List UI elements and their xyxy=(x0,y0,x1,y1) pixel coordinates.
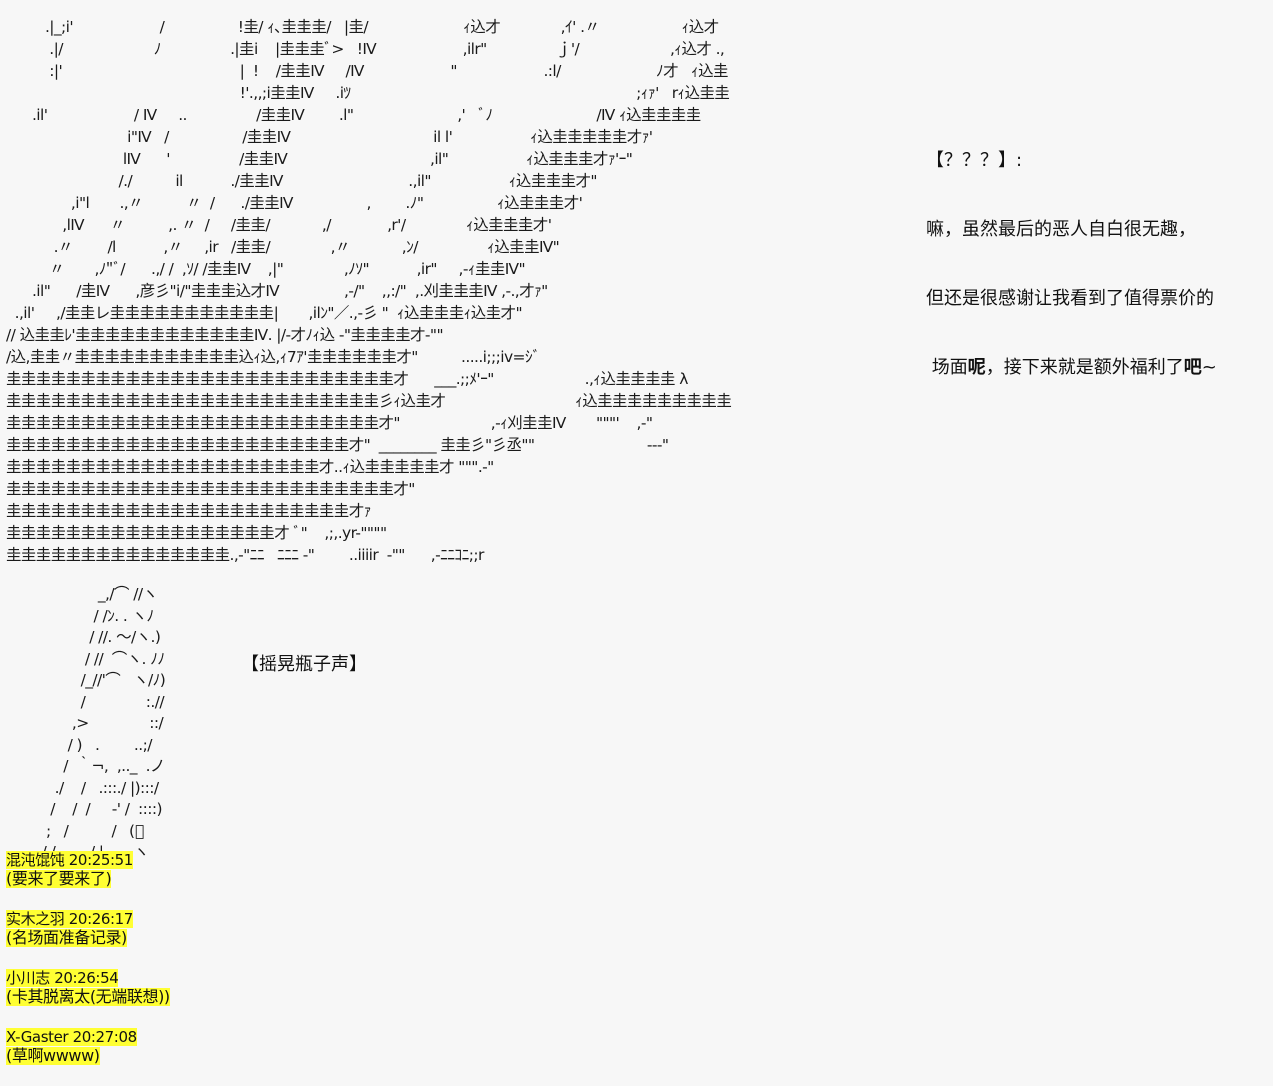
speech-line-3-start: 场面 xyxy=(931,357,968,378)
comment-time: 20:26:17 xyxy=(68,910,134,928)
comment-user[interactable]: 实木之羽 xyxy=(6,910,65,928)
speaker-label: 【？？？】: xyxy=(926,150,1023,171)
comment-header: 实木之羽 20:26:17 xyxy=(6,910,133,928)
sound-effect-label: 【摇晃瓶子声】 xyxy=(241,654,367,675)
comment-time: 20:27:08 xyxy=(72,1028,138,1046)
comment-item: 实木之羽 20:26:17 (名场面准备记录) xyxy=(6,909,170,947)
speech-line-3-middle: ，接下来就是额外福利了 xyxy=(985,357,1184,378)
speech-bold-word-2: 吧 xyxy=(1183,357,1202,378)
speech-line-3: 场面呢，接下来就是额外福利了吧~ xyxy=(926,356,1217,379)
speech-line-1: 嘛，虽然最后的恶人自白很无趣， xyxy=(926,219,1196,240)
speech-block: 【？？？】: 嘛，虽然最后的恶人自白很无趣， 但还是很感谢让我看到了值得票价的 … xyxy=(926,103,1217,402)
ascii-art-scene: .|_;i' / !圭/ ｨ､圭圭圭/ |圭/ ｨ込才 ,ｲ' .〃 ｨ込才 .… xyxy=(6,18,732,564)
comment-item: 混沌馄饨 20:25:51 (要来了要来了) xyxy=(6,850,170,888)
speech-line-2: 但还是很感谢让我看到了值得票价的 xyxy=(926,288,1214,309)
comment-text: (要来了要来了) xyxy=(6,869,112,888)
comment-time: 20:25:51 xyxy=(68,851,134,869)
comment-user[interactable]: 小川志 xyxy=(6,969,50,987)
comment-user[interactable]: 混沌馄饨 xyxy=(6,851,65,869)
comment-text: (卡其脱离太(无端联想)) xyxy=(6,987,170,1006)
speech-line-3-end: ~ xyxy=(1201,357,1217,378)
comment-header: 小川志 20:26:54 xyxy=(6,969,119,987)
comment-item: 小川志 20:26:54 (卡其脱离太(无端联想)) xyxy=(6,968,170,1006)
comment-item: X-Gaster 20:27:08 (草啊wwww) xyxy=(6,1027,170,1065)
comment-list: 混沌馄饨 20:25:51 (要来了要来了) 实木之羽 20:26:17 (名场… xyxy=(6,850,170,1086)
comment-user[interactable]: X-Gaster xyxy=(6,1028,69,1046)
comment-text: (名场面准备记录) xyxy=(6,928,127,947)
speech-bold-word-1: 呢 xyxy=(967,357,986,378)
comment-time: 20:26:54 xyxy=(54,969,119,987)
comment-header: X-Gaster 20:27:08 xyxy=(6,1028,137,1046)
comment-header: 混沌馄饨 20:25:51 xyxy=(6,851,133,869)
ascii-art-bottle: _,/⌒ //ヽ / /ﾝ. . ヽﾉ / //. 〜/ヽ.) / // ⌒ヽ.… xyxy=(42,585,166,861)
comment-text: (草啊wwww) xyxy=(6,1046,100,1065)
